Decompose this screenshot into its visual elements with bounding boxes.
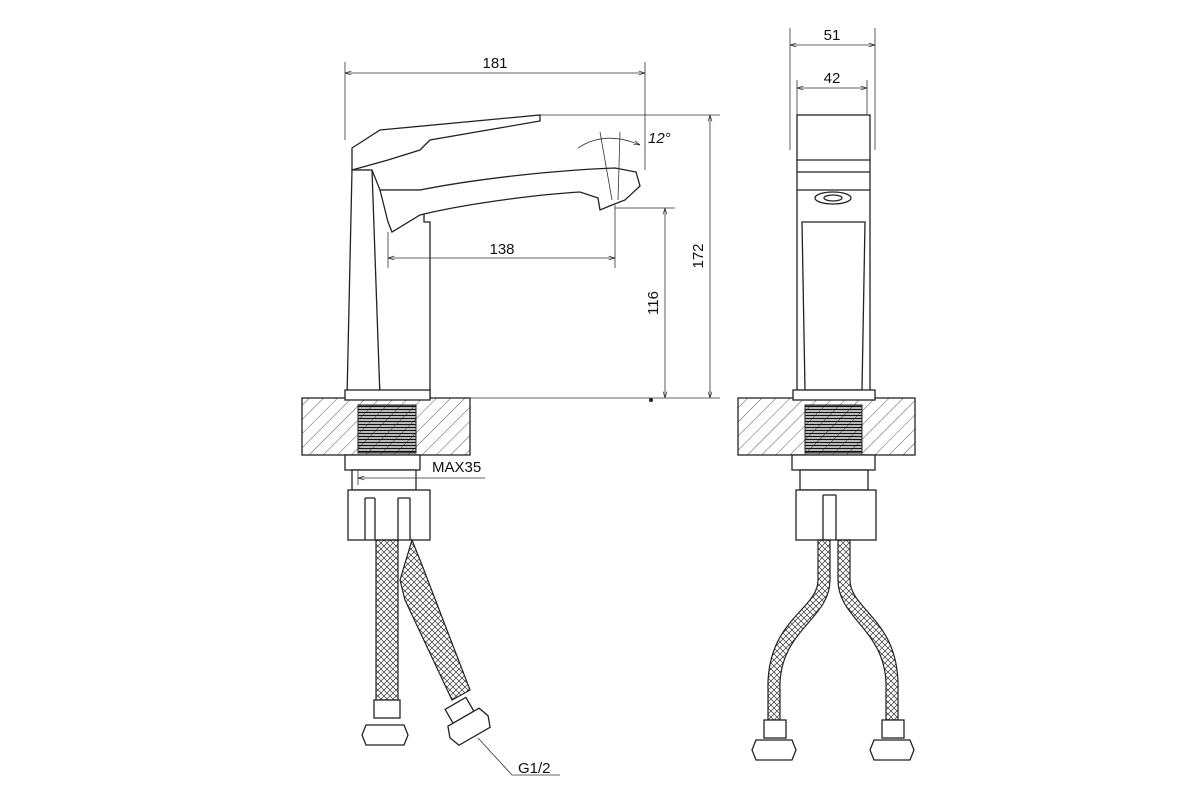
hose-ferrule-front-2 <box>881 719 905 739</box>
extension-lines-172 <box>470 114 720 399</box>
dimension-width-overall: 181 <box>482 55 507 72</box>
aerator-inner <box>823 194 843 202</box>
supply-hose-2 <box>399 538 471 701</box>
mounting-thread <box>357 404 417 454</box>
mounting-thread-front <box>804 404 863 454</box>
hose-ferrule-1 <box>373 699 401 719</box>
dimension-width-outer: 51 <box>824 27 841 44</box>
supply-hose-front-2 <box>837 539 899 721</box>
side-view: 181 138 172 116 12° MAX35 G1/2 <box>301 55 720 777</box>
coupling-slot-front <box>822 494 837 540</box>
dimension-spout-height: 116 <box>645 291 662 315</box>
extension-lines-51 <box>789 28 876 150</box>
lock-nut-front <box>791 454 876 471</box>
aerator <box>814 191 852 205</box>
supply-hose-1 <box>375 539 399 701</box>
hose-nut-front-2 <box>869 739 915 761</box>
hose-nut-front-1 <box>751 739 797 761</box>
coupling <box>347 489 431 541</box>
lock-nut <box>344 454 421 471</box>
washer-front <box>799 469 869 491</box>
reference-point <box>649 398 653 402</box>
hose-nut-2 <box>447 707 491 747</box>
supply-hose-front-1 <box>767 539 831 721</box>
hose-end-2 <box>444 696 491 747</box>
spout <box>379 167 641 233</box>
leader-line-g12 <box>477 737 560 776</box>
dimension-width-inner: 42 <box>824 70 841 87</box>
coupling-slots <box>364 497 411 540</box>
front-view: 51 42 <box>737 27 916 761</box>
label-connection-thread: G1/2 <box>518 760 551 777</box>
washer <box>351 469 417 491</box>
body-collar-front <box>792 389 876 401</box>
angle-arc <box>577 137 640 149</box>
extension-lines-138 <box>387 205 616 268</box>
dimension-max-mounting: MAX35 <box>432 459 481 476</box>
handle-lever <box>351 114 541 171</box>
dimension-spout-angle: 12° <box>648 130 671 147</box>
hose-nut-1 <box>361 724 409 746</box>
body-collar <box>344 389 431 401</box>
body-front-contours <box>797 159 870 391</box>
hose-ferrule-front-1 <box>763 719 787 739</box>
angle-reference-lines <box>599 131 621 201</box>
dimension-height-overall: 172 <box>690 243 707 268</box>
faucet-body-front <box>796 114 871 399</box>
dimension-spout-reach: 138 <box>489 241 514 258</box>
